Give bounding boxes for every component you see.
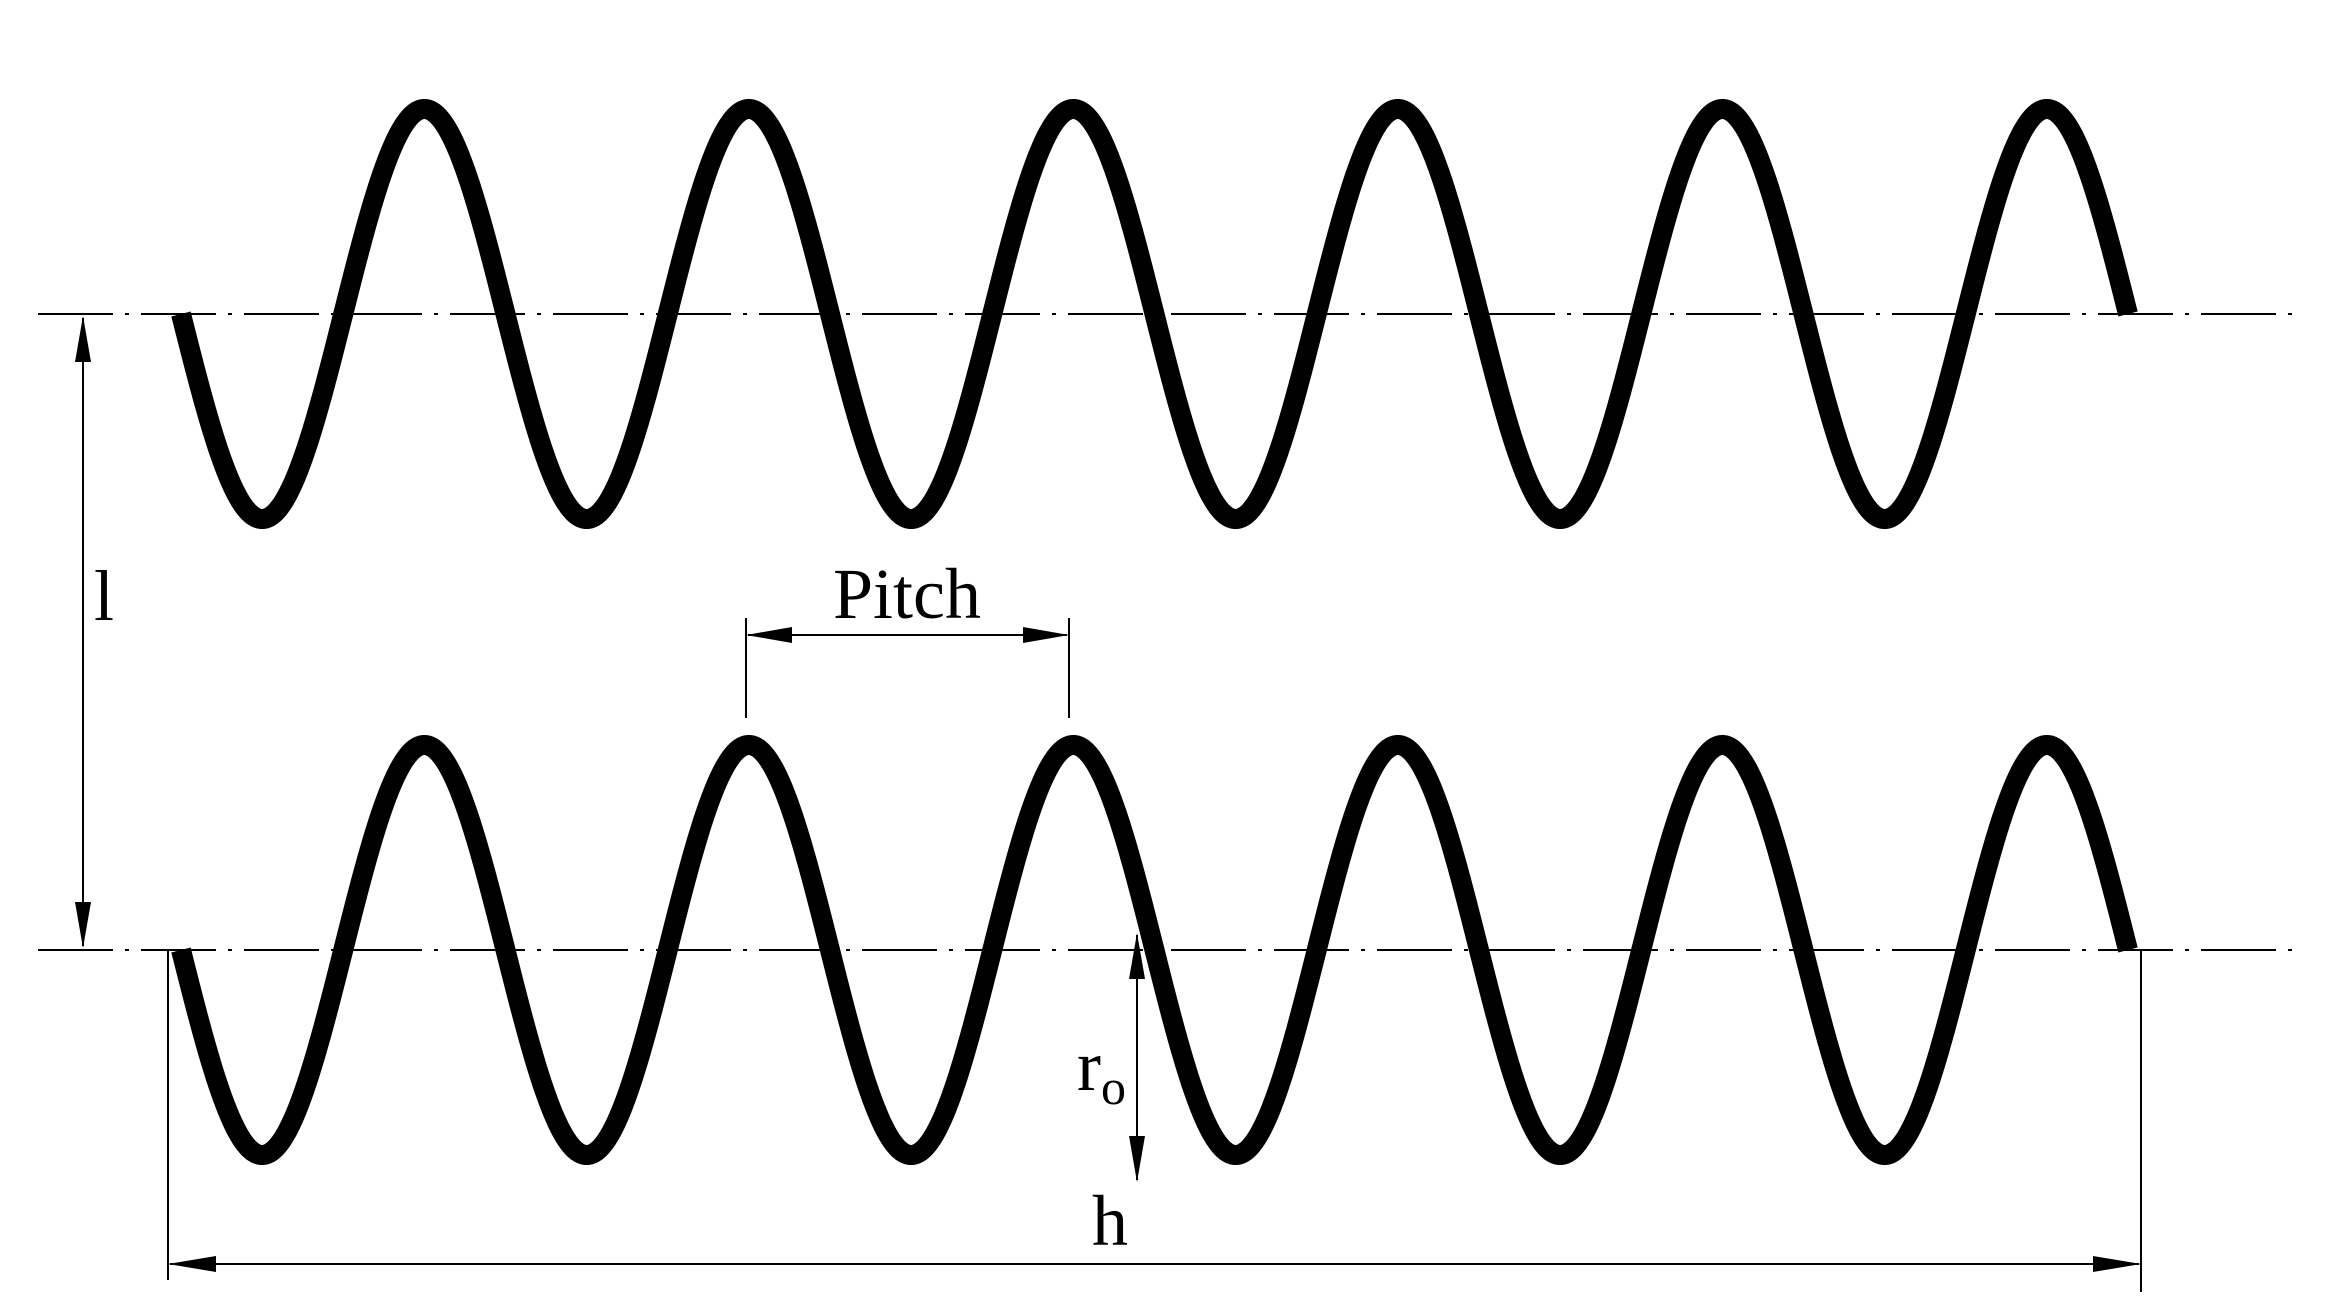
height-arrow-left: [168, 1256, 216, 1272]
bottom-coil-wire: [171, 735, 2138, 1165]
radius-label-subscript: o: [1101, 1059, 1126, 1115]
radius-dimension: ro: [1077, 933, 1145, 1182]
pitch-arrow-right: [1023, 627, 1069, 643]
pitch-arrow-left: [746, 627, 792, 643]
spacing-arrow-bottom: [75, 902, 91, 948]
pitch-dimension: Pitch: [745, 554, 1070, 718]
spacing-label: l: [94, 556, 114, 636]
radius-arrow-bottom: [1129, 1136, 1145, 1182]
spacing-arrow-top: [75, 316, 91, 362]
radius-label: ro: [1077, 1026, 1126, 1115]
height-dimension: h: [167, 950, 2142, 1292]
radius-arrow-top: [1129, 933, 1145, 979]
radius-label-main: r: [1077, 1026, 1101, 1106]
height-arrow-right: [2093, 1256, 2141, 1272]
height-label: h: [1092, 1181, 1128, 1261]
top-coil-wire: [171, 99, 2138, 529]
pitch-label: Pitch: [833, 554, 981, 634]
spacing-dimension: l: [75, 316, 114, 948]
